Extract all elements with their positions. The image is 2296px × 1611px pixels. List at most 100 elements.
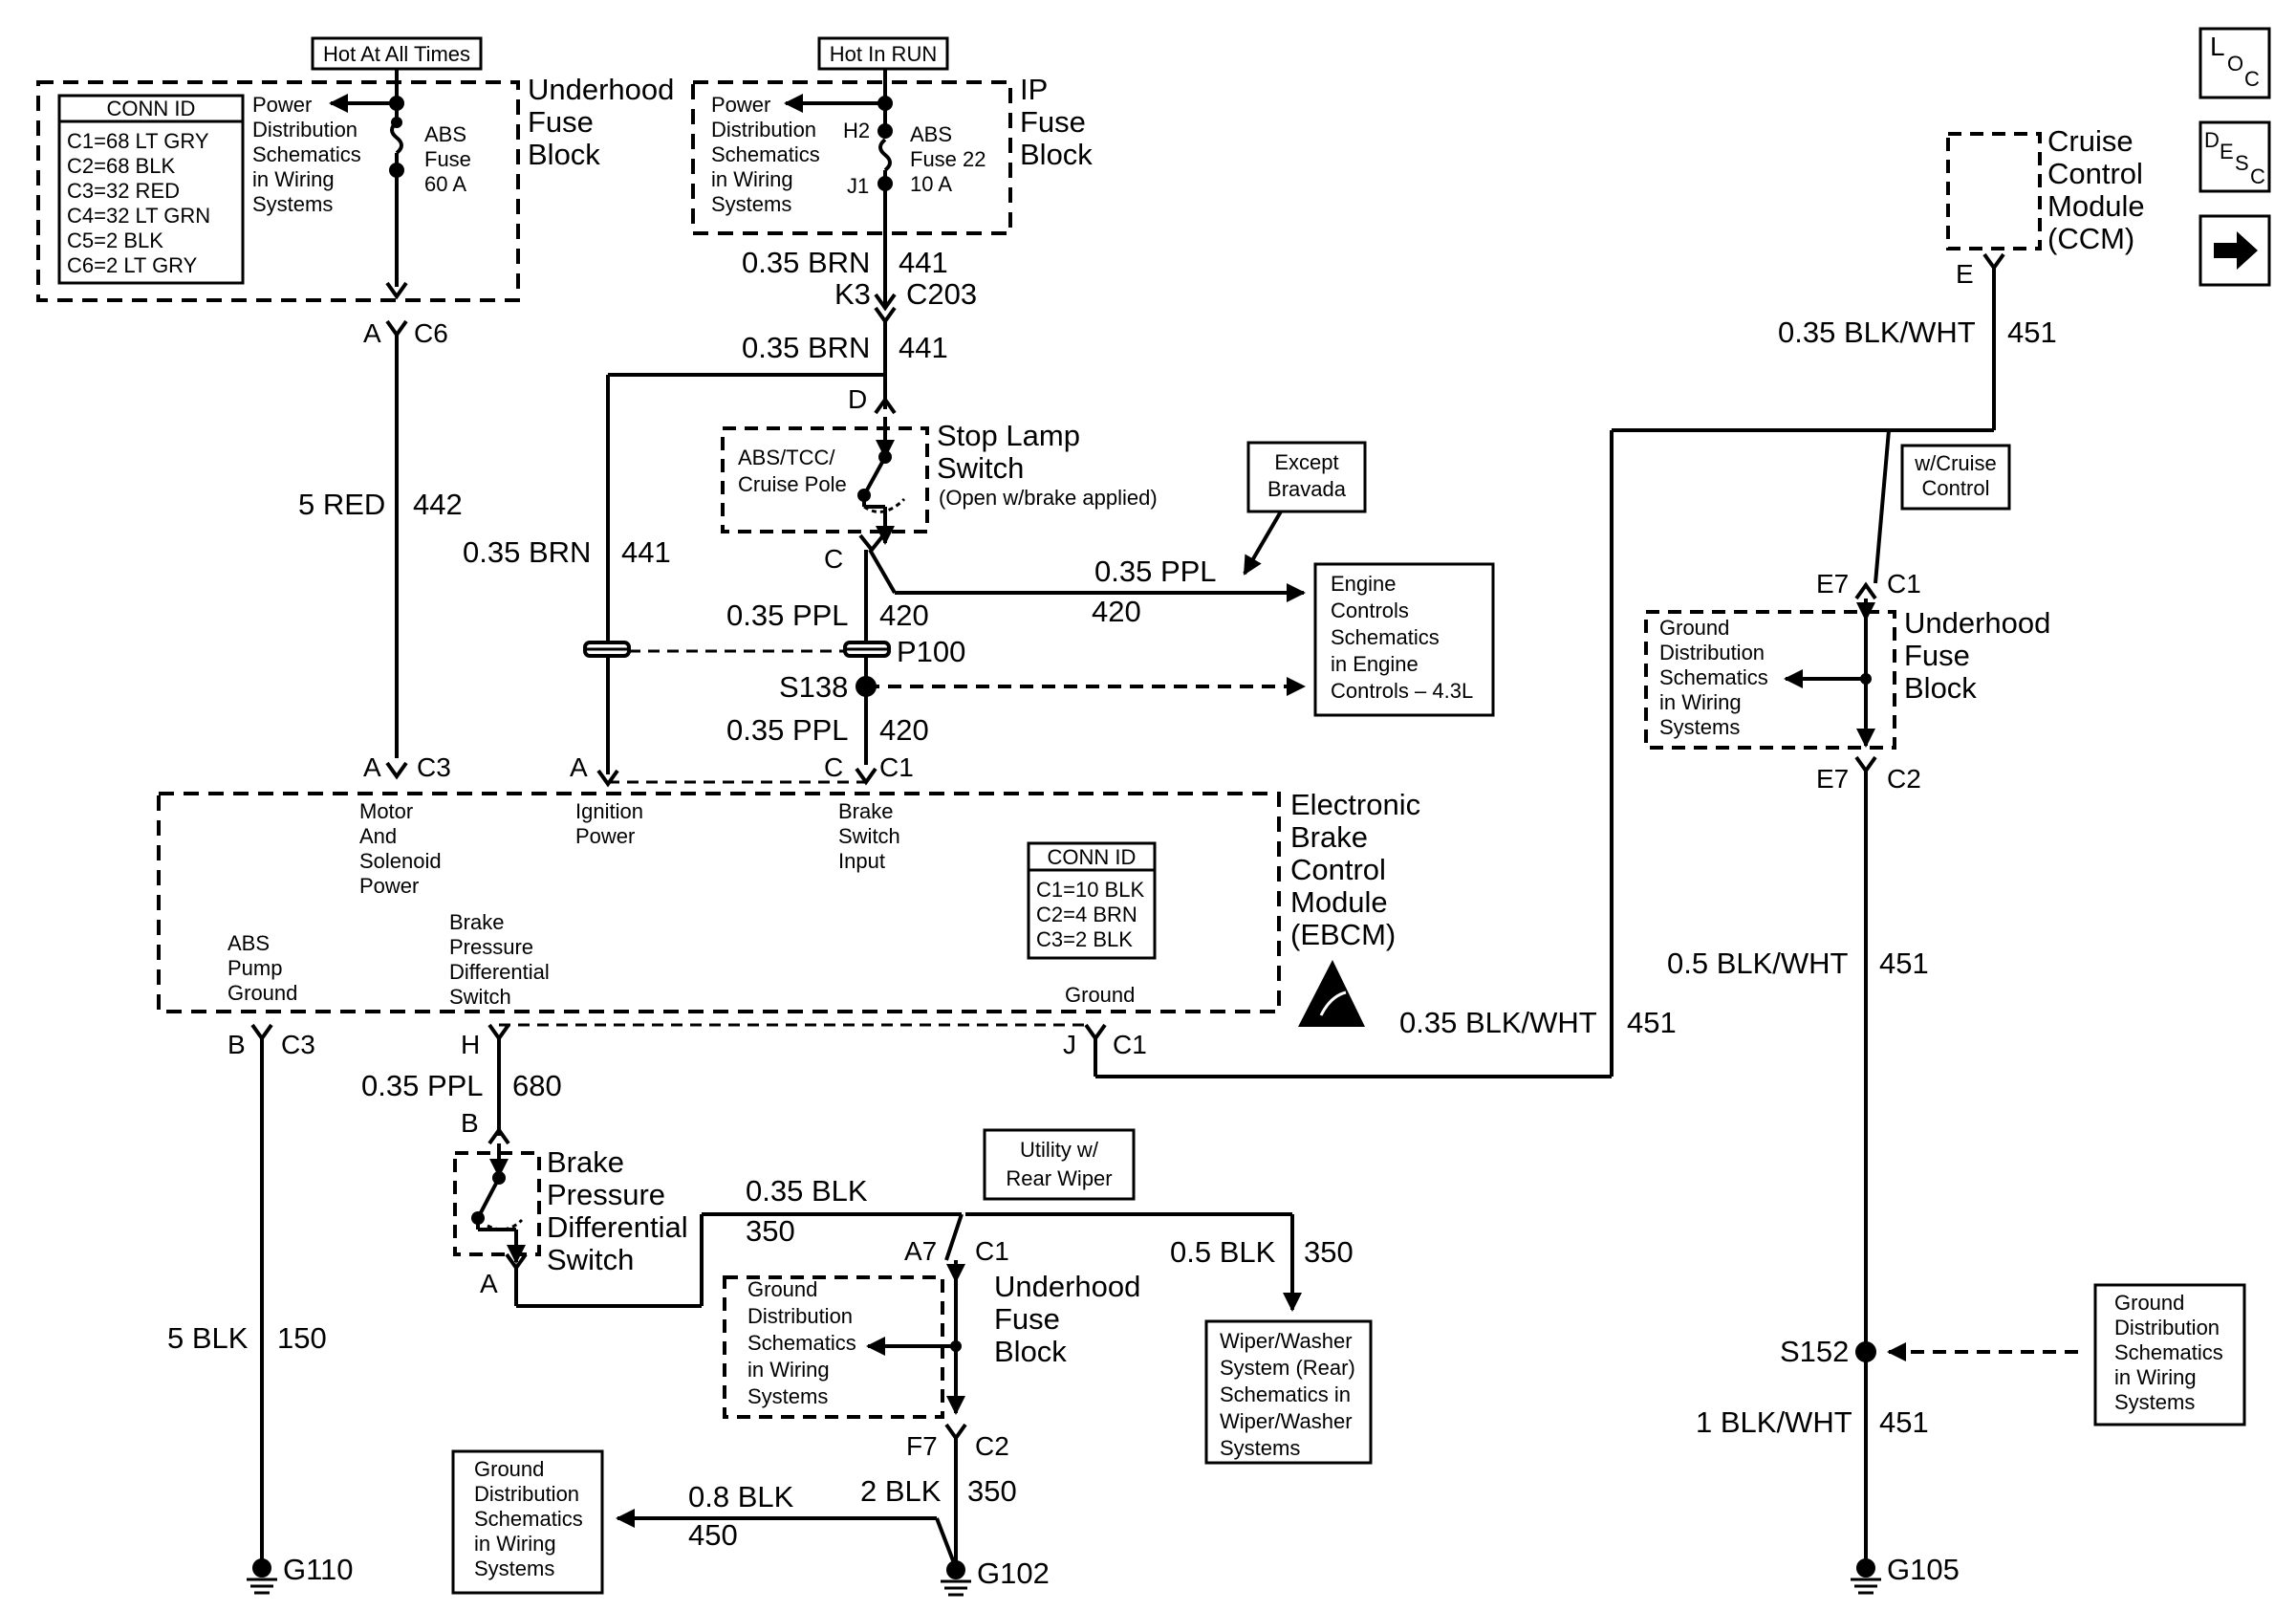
ebcm-c-pin: C — [824, 752, 843, 782]
uh-right-ref-1: Ground — [1659, 616, 1729, 640]
ebcm-pressure-1: Brake — [449, 910, 504, 934]
ebcm-motor-1: Motor — [359, 799, 413, 823]
ebcm-title-4: Module — [1290, 885, 1388, 919]
ebcm-j-c1-id: C1 — [1113, 1030, 1147, 1059]
ebcm-pressure-2: Pressure — [449, 935, 533, 959]
c203-id: C203 — [906, 277, 977, 311]
stop-lamp-pole-2: Cruise Pole — [738, 472, 847, 496]
bpd-title-2: Pressure — [547, 1178, 665, 1211]
ebcm-brake-switch-2: Switch — [838, 824, 900, 848]
ccm-conn-e — [1982, 252, 2005, 272]
uh-bottom-ref-1: Ground — [747, 1277, 817, 1301]
uh-right-e7-bottom: E7 — [1816, 764, 1849, 794]
conn-j-c1 — [1084, 1023, 1107, 1042]
bpd-title-3: Differential — [547, 1210, 688, 1244]
wiper-washer-box — [1204, 1319, 1373, 1465]
ebcm-ignition-1: Ignition — [575, 799, 643, 823]
wire-350-c-gauge: 2 BLK — [860, 1474, 942, 1508]
w-cruise-2: Control — [1922, 476, 1990, 500]
bpd-conn-b — [487, 1126, 510, 1145]
wire-442-gauge: 5 RED — [298, 488, 385, 521]
utility-wiper-box — [983, 1128, 1136, 1201]
uh-bottom-title-3: Block — [994, 1335, 1067, 1368]
ccm-title-4: (CCM) — [2047, 222, 2134, 255]
utility-wiper-2: Rear Wiper — [1006, 1166, 1112, 1190]
ground-ref-right-2: Distribution — [2114, 1316, 2220, 1339]
wire-451-05-circuit: 451 — [1879, 947, 1929, 980]
loc-o: O — [2227, 52, 2243, 76]
p100-connector — [583, 641, 891, 658]
underhood-fuse-block-top — [36, 80, 520, 302]
ccm-title-1: Cruise — [2047, 124, 2134, 158]
ground-ref-bottom-3: Schematics — [474, 1507, 583, 1531]
bpd-pin-a: A — [480, 1269, 498, 1298]
ip-fuse-block — [691, 80, 1012, 235]
utility-wiper-1: Utility w/ — [1020, 1138, 1099, 1162]
ebcm-a-c3-pin: A — [363, 752, 381, 782]
uh-bottom-a7: A7 — [904, 1236, 937, 1266]
desc-button[interactable]: D E S C — [2199, 120, 2271, 193]
ip-title-1: IP — [1020, 73, 1048, 106]
bpd-title-1: Brake — [547, 1145, 624, 1179]
ebcm-motor-2: And — [359, 824, 397, 848]
desc-s: S — [2235, 151, 2249, 175]
uh-right-ref-5: Systems — [1659, 715, 1740, 739]
ip-power-ref-2: Distribution — [711, 118, 816, 142]
next-arrow-button[interactable] — [2199, 214, 2271, 287]
wire-350-b-gauge: 0.5 BLK — [1170, 1235, 1276, 1269]
ebcm-b-c3-id: C3 — [281, 1030, 315, 1059]
ebcm-title-2: Brake — [1290, 820, 1368, 854]
uh-power-ref-3: Schematics — [252, 142, 361, 166]
hot-at-all-times-label: Hot At All Times — [323, 42, 470, 66]
ip-power-ref-1: Power — [711, 93, 770, 117]
wire-680-circuit: 680 — [512, 1069, 562, 1102]
bpd-pin-b: B — [461, 1108, 479, 1138]
wire-451-1-circuit: 451 — [1879, 1405, 1929, 1439]
wire-451-ebcm — [1094, 428, 1891, 1078]
ebcm-conn-id-2: C2=4 BRN — [1036, 903, 1137, 926]
ground-g105-label: G105 — [1887, 1553, 1960, 1586]
bpd-title-4: Switch — [547, 1243, 634, 1276]
wire-441-2-circuit: 441 — [899, 331, 948, 364]
ip-power-ref-4: in Wiring — [711, 167, 793, 191]
wiper-ref-1: Wiper/Washer — [1220, 1329, 1353, 1353]
ebcm-pressure-4: Switch — [449, 985, 511, 1009]
ebcm-h-pin: H — [461, 1030, 480, 1059]
ground-ref-right-4: in Wiring — [2114, 1365, 2197, 1389]
ip-title-2: Fuse — [1020, 105, 1086, 139]
wire-350-c-circuit: 350 — [967, 1474, 1017, 1508]
wire-451-ebcm-circuit: 451 — [1627, 1006, 1677, 1039]
ip-title-3: Block — [1020, 138, 1093, 171]
ebcm-abs-pump-3: Ground — [227, 981, 297, 1005]
uh-top-title-2: Fuse — [528, 105, 594, 139]
conn-e7-c2 — [1854, 755, 1877, 774]
ground-ref-right-3: Schematics — [2114, 1340, 2223, 1364]
engine-ref-1: Engine — [1331, 572, 1397, 596]
uh-conn-id-4: C4=32 LT GRN — [67, 204, 210, 228]
ground-ref-bottom-2: Distribution — [474, 1482, 579, 1506]
ground-g110-symbol — [247, 1558, 277, 1595]
uh-power-ref-2: Distribution — [252, 118, 357, 142]
ebcm-conn-id-3: C3=2 BLK — [1036, 927, 1133, 951]
wire-441-2-gauge: 0.35 BRN — [742, 331, 870, 364]
uh-conn-id-5: C5=2 BLK — [67, 229, 163, 252]
stop-lamp-conn-d — [874, 396, 897, 415]
ccm-box — [1946, 132, 2042, 250]
wire-350-a-gauge: 0.35 BLK — [746, 1174, 868, 1208]
stop-lamp-pin-d: D — [848, 384, 867, 414]
wire-450-gauge: 0.8 BLK — [688, 1480, 794, 1513]
s138-label: S138 — [779, 670, 848, 704]
loc-button[interactable]: L O C — [2199, 27, 2271, 99]
ebcm-brake-switch-1: Brake — [838, 799, 893, 823]
uh-bottom-title-1: Underhood — [994, 1270, 1140, 1303]
ebcm-title-5: (EBCM) — [1290, 918, 1396, 951]
uh-bottom-c2: C2 — [975, 1431, 1009, 1461]
conn-h — [487, 1023, 510, 1042]
ebcm-conn-id-1: C1=10 BLK — [1036, 878, 1144, 902]
uh-bottom-title-2: Fuse — [994, 1302, 1060, 1336]
abs-fuse-22-line2: Fuse 22 — [910, 147, 986, 171]
wire-420-1-circuit: 420 — [879, 599, 929, 632]
connector-a-c6 — [385, 319, 408, 338]
uh-bottom-ref-4: in Wiring — [747, 1358, 830, 1382]
